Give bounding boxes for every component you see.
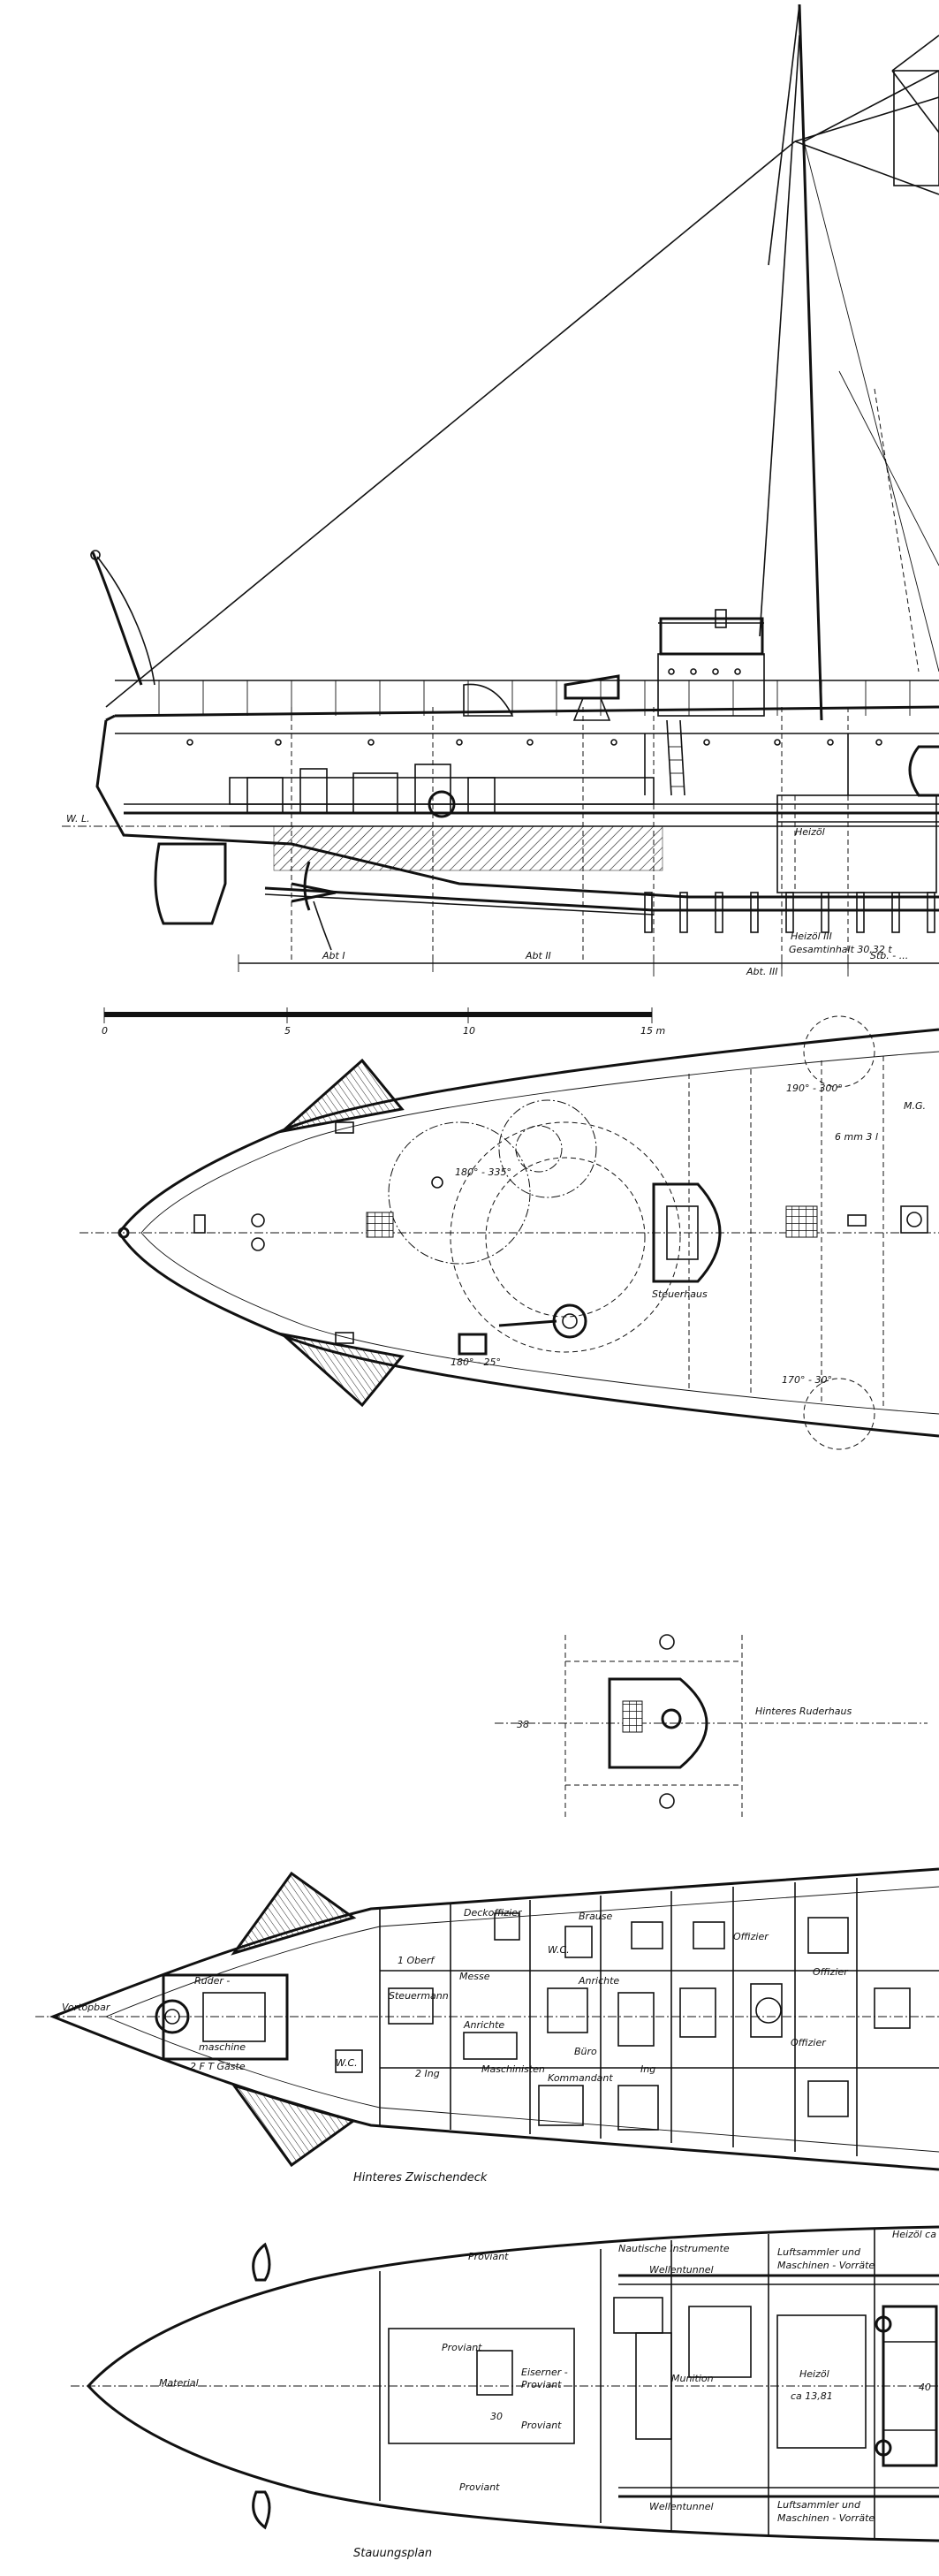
hinteres-zwischendeck-title: Hinteres Zwischendeck	[353, 2171, 488, 2185]
side-elevation: W. L. Abt I Abt II Abt. III Heizöl III G…	[62, 4, 939, 977]
one-oberf-label: 1 Oberf	[398, 1955, 435, 1966]
munition-label: Munition	[671, 2373, 714, 2384]
wc-label-1: W.C.	[548, 1944, 570, 1956]
zfl-gaste-label: 2 F T Gäste	[190, 2061, 246, 2072]
machinery-units	[246, 764, 496, 818]
steuermann-label: Steuermann	[389, 1990, 449, 2002]
scale-label-15: 15 m	[640, 1025, 665, 1037]
heizoel-tank-label: Heizöl	[795, 826, 825, 838]
compartment-label-abt1: Abt I	[322, 950, 345, 961]
proviant-label-5: Proviant	[521, 2379, 562, 2390]
arc-label-190-300: 190° - 300°	[786, 1083, 843, 1094]
stauungsplan-title: Stauungsplan	[353, 2547, 432, 2560]
num-40-label: 40	[919, 2382, 931, 2393]
scale-label-10: 10	[463, 1025, 475, 1037]
scale-label-0: 0	[102, 1025, 108, 1037]
ladder	[666, 719, 685, 796]
gesamtinhalt-label: Gesamtinhalt 30,32 t	[789, 944, 892, 955]
maschinisten-label: Maschinisten	[481, 2063, 545, 2075]
proviant-label-3: Proviant	[521, 2420, 562, 2431]
heizoel-mid-val-label: ca 13,81	[791, 2390, 833, 2402]
wc-label-2: W.C.	[336, 2057, 358, 2069]
proviant-label-1: Proviant	[468, 2251, 509, 2262]
vortopbar-label: Vortopbar	[62, 2002, 111, 2013]
two-ing-label: 2 Ing	[415, 2068, 440, 2079]
wellentunnel-label-2: Wellentunnel	[649, 2501, 714, 2512]
anrichte-label-2: Anrichte	[578, 1975, 619, 1987]
arc-label-180-335: 180° - 335°	[455, 1166, 511, 1178]
heizoel-top-label: Heizöl ca	[892, 2229, 936, 2240]
eiserner-label: Eiserner -	[521, 2367, 568, 2378]
num-38-label: 38	[517, 1719, 529, 1730]
anrichte-label-1: Anrichte	[463, 2019, 504, 2031]
arc-label-170-30: 170° - 30°	[782, 1374, 832, 1386]
brause-label: Brause	[579, 1911, 613, 1922]
material-label: Material	[159, 2377, 199, 2389]
deckoffizier-label: Deckoffizier	[464, 1907, 523, 1919]
compartment-label-abt2: Abt II	[525, 950, 551, 961]
scale-label-5: 5	[284, 1025, 291, 1037]
compartment-label-abt3: Abt. III	[746, 966, 778, 977]
mg-label: M.G.	[904, 1100, 926, 1112]
luftsammler-label-1: Luftsammler und	[777, 2246, 861, 2258]
num-30-label: 30	[490, 2411, 503, 2422]
maschine-label: maschine	[199, 2041, 246, 2053]
ruder-label: Ruder -	[194, 1975, 230, 1987]
room-partitions	[379, 1878, 939, 2156]
portholes	[186, 739, 882, 746]
kommandant-label: Kommandant	[548, 2072, 613, 2084]
deck-plan: Steuerhaus 180° - 335° 180° - 25° 190° -…	[80, 1015, 939, 1450]
heizoel-mid-label: Heizöl	[799, 2368, 829, 2380]
proviant-label-2: Proviant	[442, 2342, 482, 2353]
scale-bar: 0 5 10 15 m	[102, 1007, 665, 1037]
stauungsplan-plan: Proviant Proviant Eiserner - Proviant Pr…	[71, 2225, 939, 2560]
offizier-label-2: Offizier	[813, 1966, 849, 1978]
deck-railing-stanchions	[158, 680, 911, 716]
masch-vorrate-label-1: Maschinen - Vorräte	[777, 2260, 875, 2271]
masch-vorrate-label-2: Maschinen - Vorräte	[777, 2512, 875, 2524]
six-mm-label: 6 mm 3 l	[835, 1131, 878, 1143]
ing-label: Ing	[640, 2063, 655, 2075]
heizoel-label: Heizöl III	[791, 931, 832, 942]
messe-label: Messe	[459, 1971, 490, 1982]
arc-label-180-25: 180° - 25°	[451, 1356, 501, 1368]
rear-wheelhouse-detail: 38 Hinteres Ruderhaus	[495, 1634, 928, 1820]
proviant-label-4: Proviant	[459, 2481, 500, 2493]
buro-label: Büro	[574, 2046, 597, 2057]
luftsammler-label-2: Luftsammler und	[777, 2499, 861, 2511]
stb-label: Stb. - ...	[870, 950, 908, 961]
hinteres-zwischendeck-plan: Vortopbar Ruder - maschine 2 F T Gäste 1…	[35, 1867, 939, 2185]
naut-instr-label: Nautische Instrumente	[618, 2243, 730, 2254]
wellentunnel-label-1: Wellentunnel	[649, 2264, 714, 2276]
offizier-label-1: Offizier	[733, 1931, 769, 1942]
shaft-bearings	[644, 892, 935, 933]
waterline-label: W. L.	[66, 813, 90, 824]
offizier-label-3: Offizier	[791, 2037, 827, 2048]
steuerhaus-label: Steuerhaus	[652, 1288, 708, 1300]
hinteres-ruderhaus-label: Hinteres Ruderhaus	[755, 1706, 852, 1717]
